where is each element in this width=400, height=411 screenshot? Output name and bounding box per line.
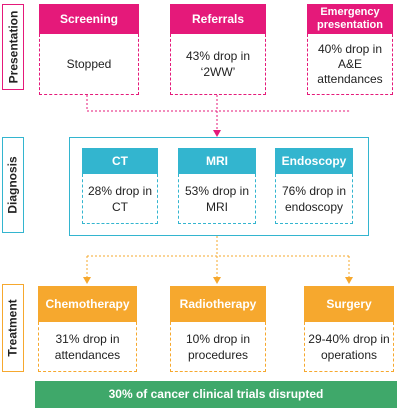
box-title: Radiotherapy xyxy=(170,286,266,322)
box-text: 29-40% drop in operations xyxy=(304,322,394,372)
diagnosis-container xyxy=(69,137,369,236)
box-title: Emergency presentation xyxy=(307,4,393,34)
box-text: 76% drop in endoscopy xyxy=(275,174,353,224)
box-title: MRI xyxy=(178,148,256,174)
stage-label-treatment: Treatment xyxy=(2,284,24,372)
box-text: 10% drop in procedures xyxy=(170,322,266,372)
box-text: 28% drop in CT xyxy=(82,174,158,224)
diagnosis-box-mri: MRI 53% drop in MRI xyxy=(178,148,256,224)
presentation-box-emergency: Emergency presentation 40% drop in A&E a… xyxy=(307,4,393,95)
presentation-box-screening: Screening Stopped xyxy=(39,4,139,95)
arrow-to-chemotherapy xyxy=(83,277,91,284)
box-text: 31% drop in attendances xyxy=(38,322,137,372)
arrow-to-surgery xyxy=(345,277,353,284)
diagnosis-box-ct: CT 28% drop in CT xyxy=(82,148,158,224)
box-text: 40% drop in A&E attendances xyxy=(307,34,393,95)
box-title: Chemotherapy xyxy=(38,286,137,322)
box-title: Surgery xyxy=(304,286,394,322)
box-text: 53% drop in MRI xyxy=(178,174,256,224)
box-title: Endoscopy xyxy=(275,148,353,174)
box-text: 43% drop in ‘2WW’ xyxy=(170,34,266,95)
clinical-trials-banner: 30% of cancer clinical trials disrupted xyxy=(35,381,397,408)
box-title: CT xyxy=(82,148,158,174)
box-title: Referrals xyxy=(170,4,266,34)
diagnosis-box-endoscopy: Endoscopy 76% drop in endoscopy xyxy=(275,148,353,224)
arrow-to-diagnosis xyxy=(213,130,221,137)
stage-label-diagnosis: Diagnosis xyxy=(2,137,24,233)
treatment-box-surgery: Surgery 29-40% drop in operations xyxy=(304,286,394,372)
arrow-to-radiotherapy xyxy=(213,277,221,284)
treatment-box-chemotherapy: Chemotherapy 31% drop in attendances xyxy=(38,286,137,372)
stage-label-presentation: Presentation xyxy=(2,4,24,90)
presentation-box-referrals: Referrals 43% drop in ‘2WW’ xyxy=(170,4,266,95)
box-text: Stopped xyxy=(39,34,139,95)
presentation-connector xyxy=(86,95,349,131)
diagnosis-connector xyxy=(86,236,350,279)
treatment-box-radiotherapy: Radiotherapy 10% drop in procedures xyxy=(170,286,266,372)
box-title: Screening xyxy=(39,4,139,34)
